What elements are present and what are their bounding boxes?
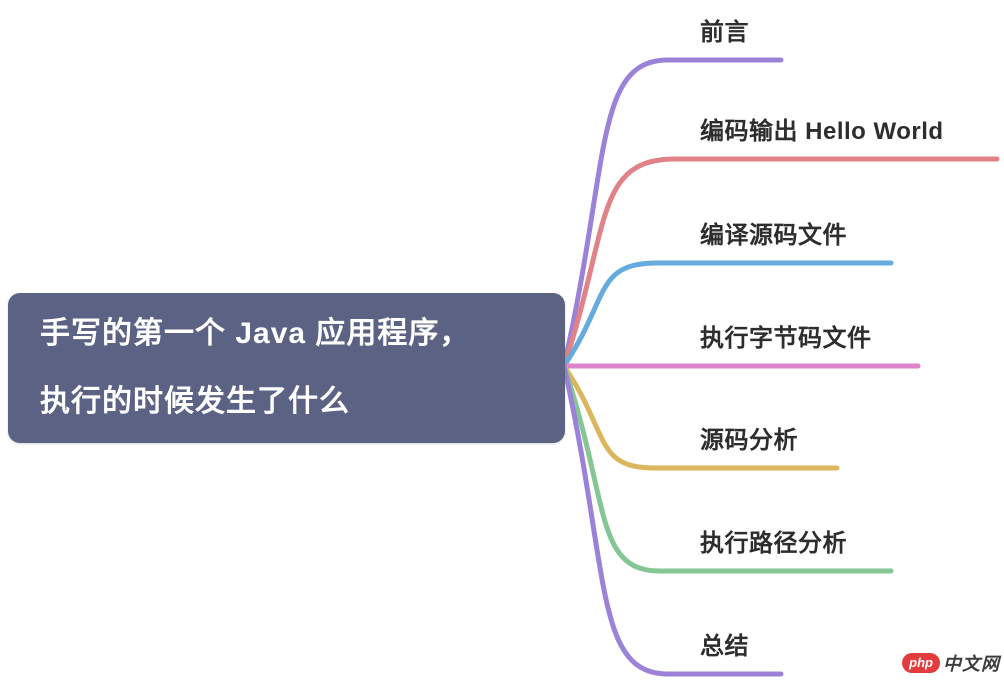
branch-label-compile-source[interactable]: 编译源码文件: [700, 222, 847, 249]
branch-label-summary[interactable]: 总结: [700, 633, 749, 660]
branch-line-compile-source: [561, 260, 894, 369]
branch-label-source-analysis[interactable]: 源码分析: [700, 427, 798, 454]
central-topic-node[interactable]: 手写的第一个 Java 应用程序， 执行的时候发生了什么: [8, 293, 565, 443]
branch-label-hello-world-output[interactable]: 编码输出 Hello World: [700, 118, 944, 145]
branch-line-source-analysis: [561, 363, 840, 471]
branch-label-execute-bytecode[interactable]: 执行字节码文件: [700, 325, 872, 352]
branch-label-execution-path[interactable]: 执行路径分析: [700, 530, 847, 557]
branch-line-hello-world-output: [561, 156, 1000, 369]
branch-line-summary: [561, 363, 784, 677]
branch-line-preface: [561, 57, 784, 369]
central-topic-line1: 手写的第一个 Java 应用程序，: [40, 317, 471, 350]
watermark-text: 中文网: [943, 654, 1000, 674]
watermark: php 中文网: [902, 650, 1000, 676]
php-logo-badge: php: [902, 653, 940, 673]
branch-line-execution-path: [561, 363, 894, 574]
central-topic-line2: 执行的时候发生了什么: [40, 385, 350, 418]
branch-label-preface[interactable]: 前言: [700, 19, 749, 46]
